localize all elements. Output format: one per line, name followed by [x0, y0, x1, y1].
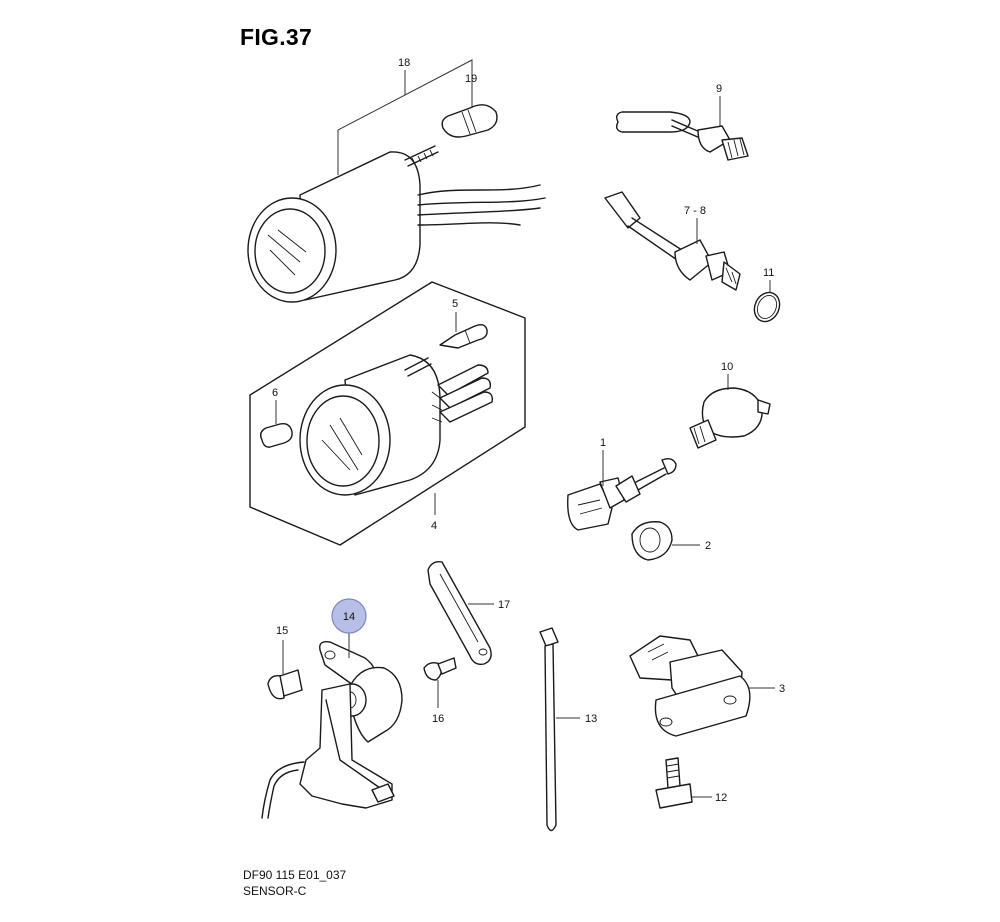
- footer-code: DF90 115 E01_037: [243, 868, 347, 882]
- grommet-2[interactable]: [631, 521, 700, 561]
- screw-16[interactable]: [423, 657, 457, 708]
- callout-1: 1: [600, 437, 606, 449]
- callout-5: 5: [452, 298, 458, 310]
- oring-11[interactable]: [750, 280, 784, 326]
- callout-9: 9: [716, 83, 722, 95]
- bolt-12[interactable]: [655, 757, 712, 809]
- gauge-kit-4[interactable]: [249, 281, 526, 546]
- clamp-17[interactable]: [427, 560, 494, 666]
- sensor-1[interactable]: [567, 450, 677, 531]
- cable-tie-13[interactable]: [539, 627, 580, 832]
- callout-2: 2: [705, 540, 711, 552]
- callout-11: 11: [763, 267, 774, 279]
- sensor-7-8[interactable]: [604, 191, 741, 291]
- callout-19: 19: [465, 73, 477, 85]
- sensor-14[interactable]: [261, 630, 403, 819]
- sensor-10[interactable]: [689, 374, 771, 449]
- sender-9[interactable]: [615, 96, 749, 161]
- callout-13: 13: [585, 713, 597, 725]
- bulb-19[interactable]: [441, 86, 498, 138]
- callout-15: 15: [276, 625, 288, 637]
- callout-6: 6: [272, 387, 278, 399]
- highlight-marker-14[interactable]: 14: [331, 598, 367, 634]
- pin-5[interactable]: [439, 312, 488, 349]
- figure-title: FIG.37: [240, 24, 313, 50]
- callout-18: 18: [398, 57, 410, 69]
- footer-name: SENSOR-C: [243, 884, 307, 898]
- callout-4: 4: [431, 520, 437, 532]
- bulb-6[interactable]: [259, 400, 293, 448]
- callout-17: 17: [498, 599, 510, 611]
- callout-7-8: 7 - 8: [684, 205, 706, 217]
- callout-14: 14: [343, 611, 355, 623]
- gauge-18[interactable]: [247, 59, 546, 303]
- callout-3: 3: [779, 683, 785, 695]
- callout-16: 16: [432, 713, 444, 725]
- bolt-15[interactable]: [267, 640, 303, 700]
- callout-12: 12: [715, 792, 727, 804]
- sensor-3[interactable]: [629, 635, 775, 737]
- callout-10: 10: [721, 361, 733, 373]
